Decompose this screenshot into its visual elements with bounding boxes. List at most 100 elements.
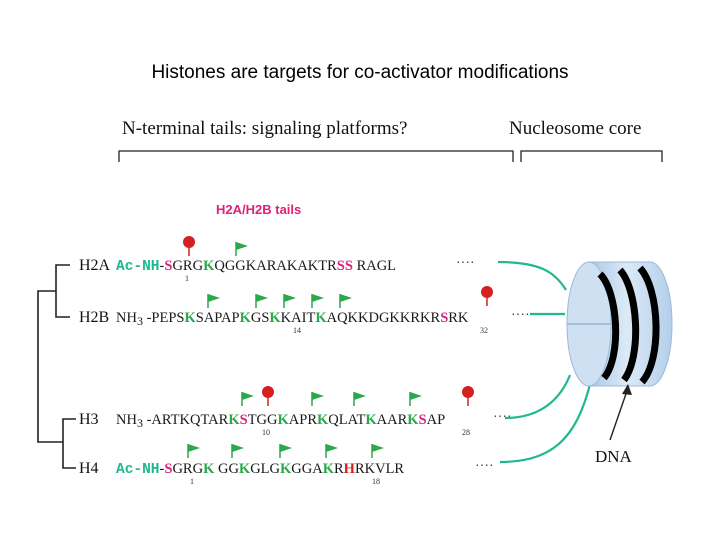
acetylation-flag-icon bbox=[280, 444, 292, 452]
residue-segment: Ac-NH bbox=[116, 462, 160, 478]
residue-segment: S bbox=[164, 461, 172, 477]
residue-segment: APR bbox=[289, 412, 318, 428]
acetylation-flag-icon bbox=[208, 294, 220, 302]
residue-segment: GGA bbox=[291, 461, 323, 477]
acetylation-flag-icon bbox=[372, 444, 384, 452]
residue-number: 18 bbox=[372, 477, 380, 486]
acetylation-flag-icon bbox=[326, 444, 338, 452]
residue-number: 1 bbox=[185, 274, 189, 283]
residue-segment: -PEPS bbox=[143, 310, 185, 326]
residue-segment: SS bbox=[337, 258, 353, 274]
dimer-connector bbox=[37, 290, 63, 443]
acetylation-flag-icon bbox=[256, 294, 268, 302]
dna-wrap bbox=[597, 265, 660, 385]
acetylation-flag-icon bbox=[410, 392, 422, 400]
residue-segment: GLG bbox=[250, 461, 280, 477]
core-bracket bbox=[520, 150, 663, 162]
sequence-h3: NH3 -ARTKQTARKSTGGKAPRKQLATKAARKSAP bbox=[116, 412, 445, 430]
residue-segment: K bbox=[269, 310, 281, 326]
residue-segment: K bbox=[239, 461, 251, 477]
acetylation-flag-icon bbox=[340, 294, 352, 302]
residue-number: 14 bbox=[293, 326, 301, 335]
h4-continuation: ···· bbox=[475, 456, 494, 472]
residue-segment: H bbox=[344, 461, 356, 477]
residue-segment: - bbox=[160, 461, 165, 477]
residue-number: 1 bbox=[190, 477, 194, 486]
row-label-h2a: H2A bbox=[79, 257, 111, 274]
acetylation-flag-icon bbox=[284, 294, 296, 302]
row-label-h2b: H2B bbox=[79, 309, 109, 326]
slide-title: Histones are targets for co-activator mo… bbox=[151, 62, 569, 83]
acetylation-flag-icon bbox=[354, 392, 366, 400]
tails-bracket bbox=[118, 150, 514, 162]
residue-segment: K bbox=[365, 412, 377, 428]
residue-segment: S bbox=[440, 310, 448, 326]
residue-segment: -ARTKQTAR bbox=[143, 412, 229, 428]
residue-segment: K bbox=[240, 310, 252, 326]
nucleosome-core bbox=[566, 261, 673, 387]
residue-segment: RKVLR bbox=[355, 461, 404, 477]
residue-segment: K bbox=[280, 461, 292, 477]
residue-number: 32 bbox=[480, 326, 488, 335]
dna-arrow bbox=[609, 387, 629, 441]
residue-segment: 3 bbox=[137, 314, 143, 328]
dna-turn bbox=[597, 271, 620, 381]
connector-h3 bbox=[504, 374, 572, 420]
residue-segment: K bbox=[407, 412, 419, 428]
h3-h4-bracket bbox=[62, 418, 76, 469]
residue-segment: S bbox=[419, 412, 427, 428]
h2b-continuation: ···· bbox=[511, 305, 530, 321]
sequence-h4: Ac-NH-SGRGK GGKGLGKGGAKRHRKVLR bbox=[116, 461, 404, 478]
dna-turn bbox=[617, 267, 640, 383]
connector-h2a bbox=[497, 260, 567, 291]
h2a-h2b-bracket bbox=[55, 264, 70, 318]
residue-segment: RAGL bbox=[353, 258, 396, 274]
residue-segment: K bbox=[184, 310, 196, 326]
residue-segment: AAR bbox=[377, 412, 408, 428]
acetylation-flag-icon bbox=[312, 392, 324, 400]
acetylation-flag-icon bbox=[232, 444, 244, 452]
residue-number: 10 bbox=[262, 428, 270, 437]
row-label-h4: H4 bbox=[79, 460, 99, 477]
residue-segment: 3 bbox=[137, 416, 143, 430]
residue-segment: SAPAP bbox=[196, 310, 240, 326]
residue-segment: Ac-NH bbox=[116, 259, 160, 275]
tails-header: N-terminal tails: signaling platforms? bbox=[122, 118, 407, 139]
residue-segment: GRG bbox=[172, 258, 203, 274]
acetylation-flag-icon bbox=[242, 392, 254, 400]
dna-label: DNA bbox=[595, 447, 633, 466]
connector-h4 bbox=[499, 371, 595, 464]
acetylation-flag-icon bbox=[236, 242, 248, 250]
acetylation-flag-icon bbox=[312, 294, 324, 302]
residue-number: 28 bbox=[462, 428, 470, 437]
residue-segment: AP bbox=[427, 412, 446, 428]
residue-segment: NH bbox=[116, 412, 137, 428]
phosphorylation-dot-icon bbox=[462, 386, 474, 398]
h3-continuation: ···· bbox=[493, 407, 512, 423]
dna-turn bbox=[637, 265, 660, 385]
h2a-continuation: ···· bbox=[456, 253, 475, 269]
phosphorylation-dot-icon bbox=[262, 386, 274, 398]
residue-segment: QGGKARAKAKTR bbox=[214, 258, 337, 274]
residue-segment: GS bbox=[251, 310, 270, 326]
arrow-head-icon bbox=[622, 384, 632, 395]
phosphorylation-dot-icon bbox=[481, 286, 493, 298]
residue-segment: K bbox=[278, 412, 290, 428]
residue-segment: TGG bbox=[248, 412, 278, 428]
residue-segment: KAIT bbox=[281, 310, 316, 326]
tail-connectors bbox=[497, 260, 595, 464]
phosphorylation-dot-icon bbox=[183, 236, 195, 248]
core-header: Nucleosome core bbox=[509, 118, 641, 139]
residue-segment: S bbox=[240, 412, 248, 428]
residue-segment: K bbox=[317, 412, 329, 428]
residue-segment: K bbox=[203, 258, 215, 274]
residue-segment: S bbox=[164, 258, 172, 274]
residue-segment: K bbox=[315, 310, 327, 326]
row-label-h3: H3 bbox=[79, 411, 99, 428]
residue-segment: QLAT bbox=[328, 412, 365, 428]
sequence-h2a: Ac-NH-SGRGKQGGKARAKAKTRSS RAGL bbox=[116, 258, 396, 275]
residue-segment: RK bbox=[448, 310, 469, 326]
residue-segment: GG bbox=[214, 461, 239, 477]
residue-segment: K bbox=[203, 461, 215, 477]
